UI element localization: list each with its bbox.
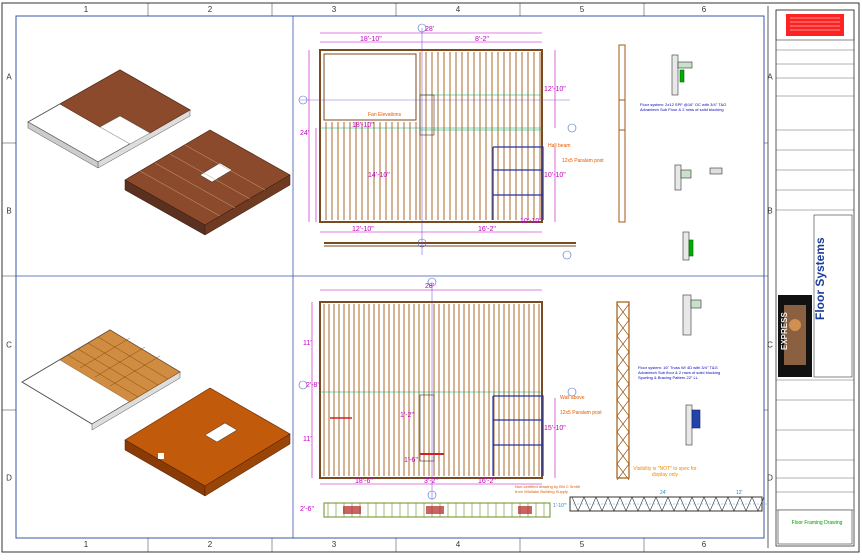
side-truss-web — [616, 415, 630, 433]
lower-note-wall: Wall above — [560, 395, 585, 401]
grid-row-c-left: C — [6, 340, 12, 350]
grid-row-b-left: B — [6, 206, 12, 216]
side-truss-web — [616, 463, 630, 481]
floor-note-lower: Floor system: 16" Truss W/ 4D with 3/4" … — [638, 365, 721, 380]
grid-col-5-top: 5 — [579, 5, 585, 14]
iso-view-lower-1 — [21, 329, 181, 431]
upper-note-fan: Fan Elevations — [368, 112, 402, 118]
grid-row-c-right: C — [767, 340, 773, 350]
truss-dim-half: 12' — [736, 490, 743, 496]
upper-dim-left-side: 24' — [300, 130, 310, 137]
brand-title: Floor Systems — [813, 237, 827, 320]
side-truss-web — [616, 399, 630, 417]
grid-col-3-top: 3 — [331, 5, 337, 14]
lower-note-post: 12x5 Paralam post — [560, 410, 602, 416]
side-truss-web — [616, 319, 630, 337]
upper-dim-left-mid: 14'-10" — [368, 172, 390, 179]
side-truss-web — [616, 351, 630, 369]
grid-col-6-top: 6 — [701, 5, 707, 14]
visibility-note: Visibility is "NOT" to spec for display … — [633, 466, 697, 478]
upper-note-beam: Hall beam — [548, 143, 571, 149]
grid-col-5-bottom: 5 — [579, 540, 585, 549]
detail-3 — [682, 231, 694, 261]
lower-dim-left-top: 11' — [303, 340, 312, 347]
construction-details — [671, 54, 723, 446]
lower-dim-opening-b: 1'-6" — [404, 457, 418, 464]
view-frame — [15, 15, 765, 539]
upper-note-post: 12x5 Paralam post — [562, 158, 604, 164]
upper-dim-bottom-right: 16'-2" — [478, 226, 496, 233]
lower-floor-plan — [298, 277, 577, 518]
detail-1 — [671, 54, 693, 96]
side-truss-web — [616, 383, 630, 401]
grid-row-a-left: A — [6, 72, 12, 82]
upper-dim-bottom-left: 12'-10" — [352, 226, 374, 233]
grid-row-d-left: D — [6, 473, 12, 483]
upper-dim-right-top: 8'-2" — [475, 36, 489, 43]
floor-note-upper: Floor system: 2x12 SPF @16" OC with 3/4"… — [640, 102, 727, 112]
grid-col-1-bottom: 1 — [83, 540, 89, 549]
title-block — [775, 9, 855, 547]
logo-text: EXPRESS — [780, 312, 789, 350]
lower-dim-opening: 1'-2" — [400, 412, 414, 419]
lower-note-disclaimer: Non-certified drawing by Bill C Smith fr… — [515, 484, 580, 494]
lower-dim-right-side: 15'-10" — [544, 425, 566, 432]
truss-dim-depth: 1'-10" — [553, 503, 566, 509]
grid-col-3-bottom: 3 — [331, 540, 337, 549]
side-section-lower-truss — [616, 301, 630, 481]
side-truss-web — [616, 367, 630, 385]
grid-col-2-bottom: 2 — [207, 540, 213, 549]
grid-row-a-right: A — [767, 72, 773, 82]
grid-col-4-bottom: 4 — [455, 540, 461, 549]
lower-dim-overall: 28' — [425, 283, 435, 290]
sheet-bottom-label: Floor Framing Drawing — [791, 520, 843, 526]
lower-dim-bottom-right: 16'-2" — [478, 478, 496, 485]
grid-col-1-top: 1 — [83, 5, 89, 14]
truss-dim-length: 24' — [660, 490, 667, 496]
grid-col-4-top: 4 — [455, 5, 461, 14]
lower-dim-bottom-mid: 3'-2" — [424, 478, 438, 485]
side-section-upper — [618, 44, 626, 223]
detail-4 — [682, 294, 702, 336]
upper-dim-left-top: 18'-10" — [360, 36, 382, 43]
detail-5 — [685, 404, 701, 446]
upper-dim-small: 10'-10" — [520, 218, 542, 225]
lower-dim-bottom-left: 18'-6" — [355, 478, 373, 485]
iso-view-upper-1 — [26, 69, 192, 169]
truss-elevation — [565, 496, 767, 512]
upper-floor-plan — [298, 23, 577, 260]
grid-col-6-bottom: 6 — [701, 540, 707, 549]
iso-view-lower-2 — [124, 387, 291, 497]
detail-2 — [674, 164, 723, 191]
grid-row-b-right: B — [767, 206, 773, 216]
grid-col-2-top: 2 — [207, 5, 213, 14]
iso-view-upper-2 — [124, 129, 291, 236]
side-truss-web — [616, 447, 630, 465]
grid-row-d-right: D — [767, 473, 773, 483]
upper-dim-right-lower: 10'-10" — [544, 172, 566, 179]
lower-dim-left-mid: 2'-8" — [306, 382, 320, 389]
grid-ticks — [2, 3, 768, 552]
upper-dim-right-side: 12'-10" — [544, 86, 566, 93]
side-truss-web — [616, 303, 630, 321]
side-truss-web — [616, 431, 630, 449]
lower-dim-strip: 2'-6" — [300, 506, 314, 513]
upper-dim-overall: 28' — [425, 26, 435, 33]
side-truss-web — [616, 335, 630, 353]
lower-dim-left-bottom: 11' — [303, 436, 312, 443]
upper-dim-opening: 18'-10" — [352, 122, 374, 129]
